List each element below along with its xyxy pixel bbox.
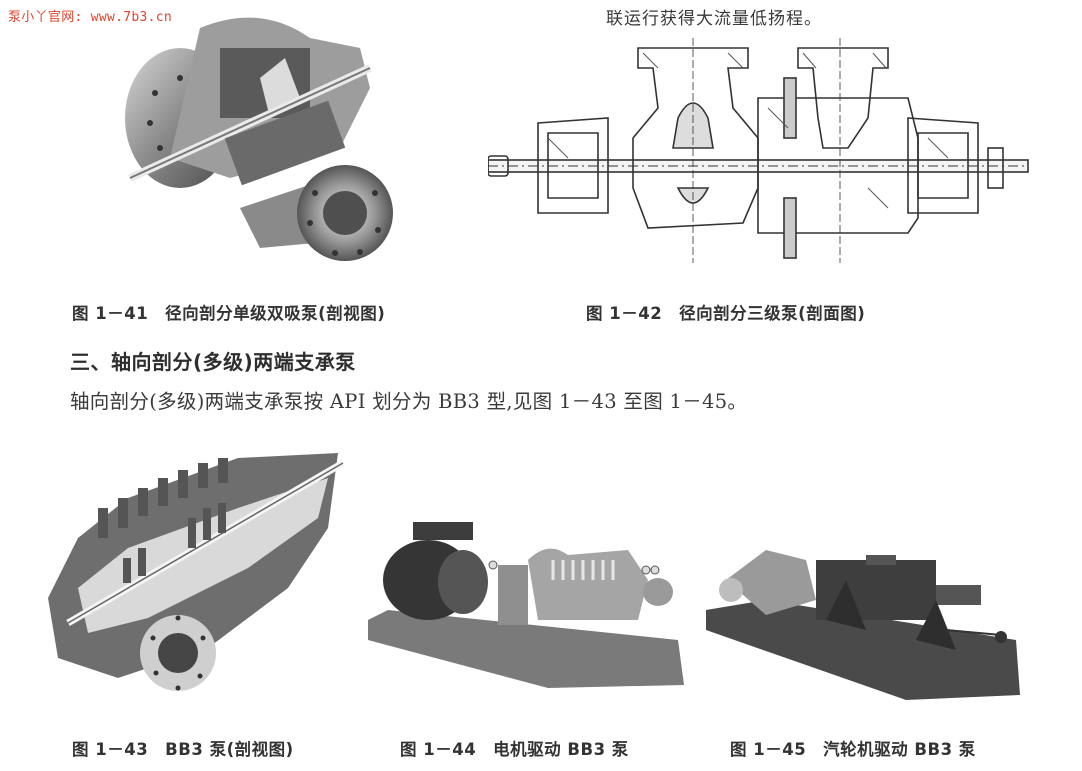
figure-1-45-image xyxy=(706,540,1020,700)
watermark-text: 泵小丫官网: www.7b3.cn xyxy=(8,10,173,25)
section-body-text: 轴向剖分(多级)两端支承泵按 API 划分为 BB3 型,见图 1－43 至图 … xyxy=(70,390,748,413)
figure-1-44-caption: 图 1－44 电机驱动 BB3 泵 xyxy=(400,740,629,759)
figure-1-42-caption: 图 1－42 径向剖分三级泵(剖面图) xyxy=(586,304,866,323)
continuation-paragraph: 联运行获得大流量低扬程。 xyxy=(606,9,822,29)
figure-1-43-caption: 图 1－43 BB3 泵(剖视图) xyxy=(72,740,294,759)
figure-1-42-image xyxy=(488,38,1033,266)
figure-1-41-image xyxy=(110,8,420,270)
section-heading: 三、轴向剖分(多级)两端支承泵 xyxy=(70,350,356,374)
figure-1-41-caption: 图 1－41 径向剖分单级双吸泵(剖视图) xyxy=(72,304,386,323)
figure-1-44-image xyxy=(368,520,684,688)
figure-1-45-caption: 图 1－45 汽轮机驱动 BB3 泵 xyxy=(730,740,976,759)
figure-1-43-image xyxy=(38,448,358,704)
